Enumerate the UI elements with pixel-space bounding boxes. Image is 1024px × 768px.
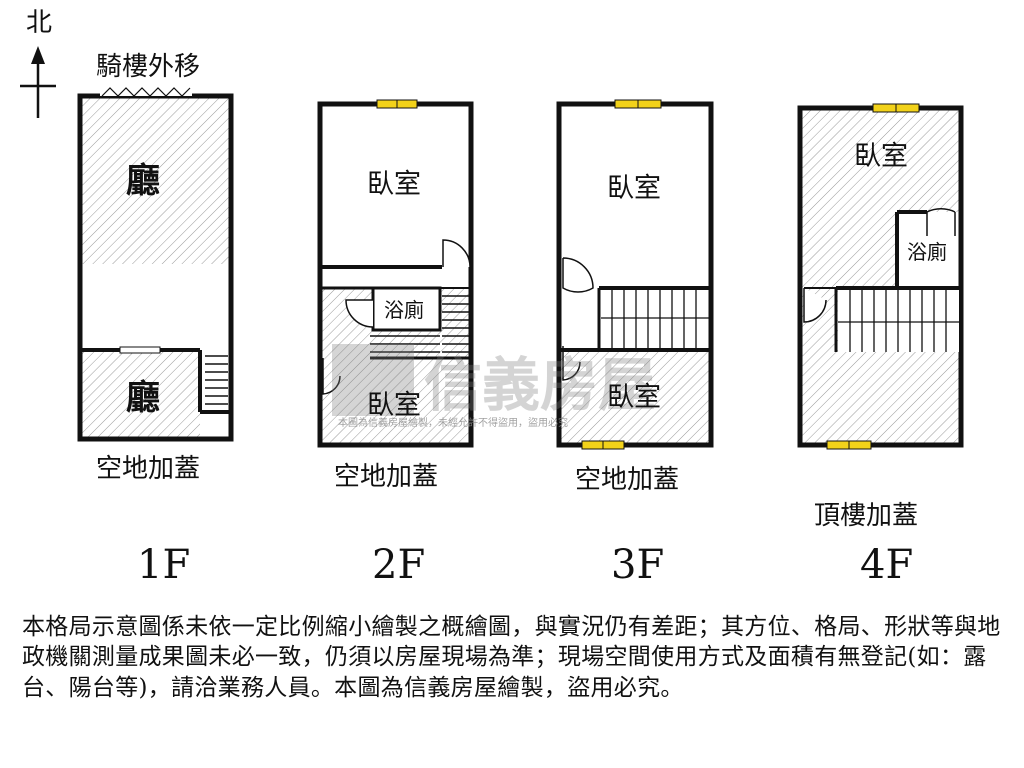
sliding-door-icon [119, 346, 161, 354]
window-icon [376, 99, 418, 109]
floor-3f-room-1: 臥室 [607, 173, 661, 204]
stairs-icon [838, 290, 959, 352]
folding-door-icon [100, 87, 192, 97]
floor-1f-label: 1F [137, 542, 191, 588]
watermark-subtext: 本圖為信義房屋繪製，未經允許不得盜用，盜用必究 [338, 418, 568, 429]
window-icon [826, 103, 920, 450]
floor-2f-room-3: 臥室 [367, 390, 421, 421]
floor-2f-label: 2F [372, 542, 426, 588]
stairs-icon [601, 290, 709, 348]
floor-4f-label: 4F [860, 542, 914, 588]
floor-2f-plan [317, 99, 474, 448]
door-icon [562, 257, 594, 381]
door-icon [803, 208, 956, 323]
floor-3f-plan [556, 99, 714, 450]
floor-4f-plan [797, 103, 964, 450]
floor-2f-room-1: 臥室 [367, 169, 421, 200]
watermark-brand: 信義房屋 [424, 351, 657, 419]
floor-1f-top-note: 騎樓外移 [96, 52, 201, 82]
floor-1f-plan [77, 87, 234, 442]
floor-2f-bottom-note: 空地加蓋 [334, 462, 439, 492]
compass-arrow-icon [20, 46, 56, 118]
floor-1f-room-1: 廳 [126, 161, 160, 201]
floor-3f-label: 3F [611, 542, 665, 588]
watermark-logo: 信義房屋 [332, 338, 656, 422]
brand-logo-icon [332, 344, 414, 416]
floor-plan-drawing [20, 46, 964, 450]
disclaimer-text: 本格局示意圖係未依一定比例縮小繪製之概繪圖，與實況仍有差距；其方位、格局、形狀等… [22, 614, 1001, 701]
floor-3f-room-2: 臥室 [607, 382, 661, 413]
floor-2f-room-2: 浴廁 [384, 298, 424, 322]
stairs-icon [370, 295, 470, 360]
floor-4f-room-1: 臥室 [854, 141, 908, 172]
window-icon [581, 99, 662, 450]
door-icon [322, 239, 471, 395]
floor-3f-bottom-note: 空地加蓋 [575, 465, 680, 495]
stairs-icon [205, 355, 228, 405]
floor-4f-room-2: 浴廁 [907, 240, 947, 264]
floor-4f-bottom-note: 頂樓加蓋 [814, 501, 919, 531]
compass-north-label: 北 [26, 8, 53, 38]
floor-1f-room-2: 廳 [126, 378, 160, 418]
floor-1f-bottom-note: 空地加蓋 [96, 454, 201, 484]
